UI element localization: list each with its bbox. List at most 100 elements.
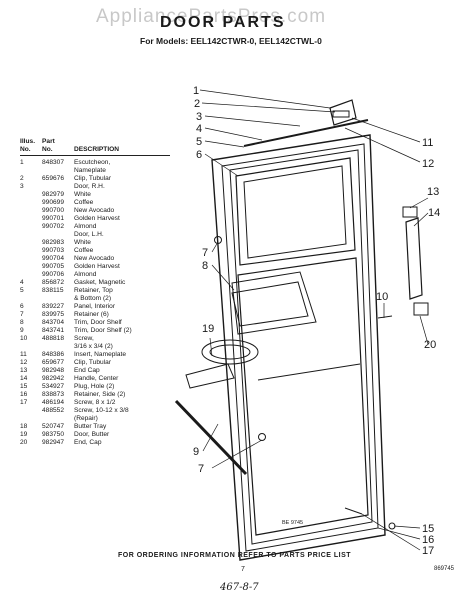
- shelf-trim-line: [257, 363, 361, 381]
- description-cell: Almond: [74, 223, 97, 230]
- part-no-cell: 990706: [42, 271, 65, 278]
- screw-17: [344, 507, 363, 515]
- illus-no-cell: 7: [20, 311, 24, 318]
- table-row: Nameplate: [20, 167, 170, 175]
- butter-tray: [201, 339, 259, 365]
- models-line: For Models: EEL142CTWR-0, EEL142CTWL-0: [140, 36, 322, 46]
- part-no-cell: 520747: [42, 423, 65, 430]
- description-cell: Almond: [74, 271, 97, 278]
- table-row: 990705 Golden Harvest: [20, 263, 170, 271]
- part-no-cell: 659676: [42, 175, 65, 182]
- part-no-cell: 982942: [42, 375, 65, 382]
- nameplate-insert: [332, 110, 350, 118]
- description-cell: Screw, 10-12 x 3/8: [74, 407, 129, 414]
- callout-13: 13: [427, 186, 439, 198]
- illus-no-cell: 4: [20, 279, 24, 286]
- callout-11: 11: [422, 137, 433, 149]
- part-no-cell: 990704: [42, 255, 65, 262]
- header-description: DESCRIPTION: [74, 146, 120, 153]
- description-cell: Golden Harvest: [74, 263, 120, 270]
- table-row: 7 839975 Retainer (6): [20, 311, 170, 319]
- illus-no-cell: 12: [20, 359, 28, 366]
- handwritten-note: 467-8-7: [220, 582, 259, 593]
- butter-door-part: [185, 363, 235, 389]
- part-no-cell: 982979: [42, 191, 65, 198]
- description-cell: Clip, Tubular: [74, 359, 112, 366]
- part-no-cell: 848307: [42, 159, 65, 166]
- illus-no-cell: 6: [20, 303, 24, 310]
- description-cell: 3/16 x 3/4 (2): [74, 343, 113, 350]
- callout-12: 12: [422, 158, 434, 170]
- part-no-cell: 990705: [42, 263, 65, 270]
- part-no-cell: 843741: [42, 327, 65, 334]
- callout-3: 3: [196, 111, 202, 123]
- description-cell: Panel, Interior: [74, 303, 116, 310]
- retainer-clip-upper: [214, 236, 222, 244]
- callout-7-upper: 7: [202, 247, 208, 259]
- callout-19: 19: [202, 323, 214, 335]
- part-no-cell: 982948: [42, 367, 65, 374]
- illus-no-cell: 20: [20, 439, 28, 446]
- description-cell: Door, Butter: [74, 431, 110, 438]
- illus-no-cell: 17: [20, 399, 28, 406]
- document-number: 869745: [434, 566, 455, 572]
- header-part: Part: [42, 138, 55, 145]
- center-handle: [405, 217, 423, 300]
- table-row: 990699 Coffee: [20, 199, 170, 207]
- description-cell: Insert, Nameplate: [74, 351, 127, 358]
- description-cell: Retainer (6): [74, 311, 109, 318]
- description-cell: Gasket, Magnetic: [74, 279, 126, 286]
- end-cap-bottom: [413, 302, 429, 316]
- part-no-cell: 990699: [42, 199, 65, 206]
- description-cell: Screw, 8 x 1/2: [74, 399, 116, 406]
- description-cell: Door, L.H.: [74, 231, 104, 238]
- description-cell: Trim, Door Shelf (2): [74, 327, 132, 334]
- callout-4: 4: [196, 123, 202, 135]
- part-no-cell: 990700: [42, 207, 65, 214]
- part-no-cell: 838115: [42, 287, 64, 294]
- callout-2: 2: [194, 98, 200, 110]
- part-no-cell: 839227: [42, 303, 65, 310]
- description-cell: End Cap: [74, 367, 100, 374]
- illus-no-cell: 16: [20, 391, 28, 398]
- end-cap-top: [402, 206, 418, 218]
- header-illus: Illus.: [20, 138, 36, 145]
- description-cell: Plug, Hole (2): [74, 383, 115, 390]
- description-cell: Handle, Center: [74, 375, 119, 382]
- description-cell: White: [74, 191, 91, 198]
- part-no-cell: 839975: [42, 311, 65, 318]
- part-no-cell: 990701: [42, 215, 65, 222]
- callout-17: 17: [422, 545, 434, 557]
- description-cell: Golden Harvest: [74, 215, 120, 222]
- watermark-text: AppliancePartsPros.com: [96, 6, 327, 27]
- part-no-cell: 488552: [42, 407, 65, 414]
- description-cell: Trim, Door Shelf: [74, 319, 122, 326]
- description-cell: Coffee: [74, 199, 94, 206]
- part-no-cell: 990703: [42, 247, 65, 254]
- description-cell: Clip, Tubular: [74, 175, 112, 182]
- table-row: & Bottom (2): [20, 295, 170, 303]
- part-no-cell: 486194: [42, 399, 65, 406]
- part-no-cell: 983750: [42, 431, 65, 438]
- illus-no-cell: 13: [20, 367, 28, 374]
- description-cell: Screw,: [74, 335, 94, 342]
- part-no-cell: 982947: [42, 439, 65, 446]
- part-no-cell: 659677: [42, 359, 65, 366]
- description-cell: End, Cap: [74, 439, 102, 446]
- illus-no-cell: 15: [20, 383, 28, 390]
- retainer-bar-left: [174, 399, 248, 476]
- illus-no-cell: 3: [20, 183, 24, 190]
- description-cell: New Avocado: [74, 255, 115, 262]
- butter-door-area: [231, 281, 309, 327]
- callout-14: 14: [428, 207, 440, 219]
- part-no-cell: 488818: [42, 335, 65, 342]
- illus-no-cell: 9: [20, 327, 24, 334]
